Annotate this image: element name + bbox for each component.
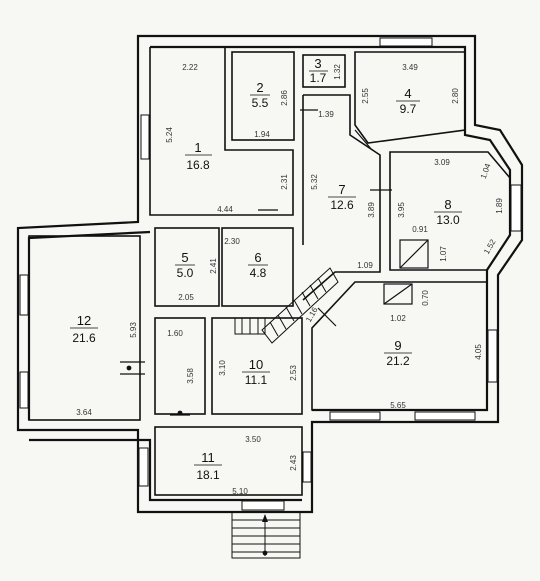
room-9: 9 21.2	[384, 338, 412, 368]
room-number: 5	[181, 250, 188, 265]
room-area: 13.0	[436, 213, 460, 227]
dimension-label: 1.32	[333, 64, 342, 80]
room-number: 10	[249, 357, 263, 372]
room-area: 12.6	[330, 198, 354, 212]
room-number: 12	[77, 313, 91, 328]
dimension-label: 1.89	[495, 198, 504, 214]
room-number: 6	[254, 250, 261, 265]
dimension-label: 2.43	[289, 455, 298, 471]
dimension-label: 2.41	[209, 258, 218, 274]
direction-markers	[126, 365, 268, 556]
dimension-label: 5.24	[165, 127, 174, 143]
room-7: 7 12.6	[328, 182, 356, 212]
windows	[19, 37, 522, 511]
entry-arrow-icon	[262, 514, 268, 522]
staircase	[234, 267, 339, 344]
dimension-label: 1.94	[254, 130, 270, 139]
room-number: 8	[444, 197, 451, 212]
dimension-label: 2.30	[224, 237, 240, 246]
room-area: 1.7	[310, 71, 327, 85]
dimension-label: 1.52	[482, 237, 498, 255]
dimension-label: 2.86	[280, 90, 289, 106]
room-10: 10 11.1	[242, 357, 270, 387]
dimension-label: 3.50	[245, 435, 261, 444]
marker-dot	[262, 550, 268, 556]
room-number: 11	[201, 450, 215, 465]
dimension-label: 3.10	[218, 360, 227, 376]
dimension-label: 4.05	[474, 344, 483, 360]
room-area: 18.1	[196, 468, 220, 482]
room-number: 7	[338, 182, 345, 197]
dimension-label: 3.09	[434, 158, 450, 167]
dimension-label: 3.64	[76, 408, 92, 417]
dimension-label: 2.31	[280, 174, 289, 190]
dimension-label: 3.58	[186, 368, 195, 384]
dimension-label: 1.09	[357, 261, 373, 270]
dimension-label: 5.10	[232, 487, 248, 496]
room-12: 12 21.6	[70, 313, 98, 345]
room-3: 3 1.7	[309, 56, 328, 85]
dimension-label: 0.70	[421, 290, 430, 306]
dimension-label: 0.91	[412, 225, 428, 234]
outer-walls	[16, 34, 524, 514]
dimension-label: 1.07	[439, 246, 448, 262]
marker-dot	[177, 410, 183, 416]
dimension-label: 1.02	[390, 314, 406, 323]
room-number: 2	[256, 80, 263, 95]
dimension-label: 3.49	[402, 63, 418, 72]
room-number: 3	[314, 56, 321, 71]
room-8: 8 13.0	[434, 197, 462, 227]
marker-dot	[126, 365, 132, 371]
dimension-label: 1.04	[479, 162, 493, 180]
room-number: 9	[394, 338, 401, 353]
dimension-label: 2.80	[451, 88, 460, 104]
room-area: 5.5	[252, 96, 269, 110]
room-11: 11 18.1	[194, 450, 222, 482]
dimension-label: 2.55	[361, 88, 370, 104]
dimension-label: 5.65	[390, 401, 406, 410]
room-number: 1	[194, 140, 201, 155]
dimension-label: 3.95	[397, 202, 406, 218]
dimension-label: 2.05	[178, 293, 194, 302]
dimension-label: 2.22	[182, 63, 198, 72]
room-area: 16.8	[186, 158, 210, 172]
room-6: 6 4.8	[248, 250, 268, 280]
room-area: 9.7	[400, 102, 417, 116]
room-area: 11.1	[245, 373, 268, 387]
room-area: 5.0	[177, 266, 194, 280]
room-2: 2 5.5	[250, 80, 270, 110]
dimension-label: 5.32	[310, 174, 319, 190]
room-number: 4	[404, 86, 411, 101]
interior-walls	[28, 47, 511, 496]
room-4: 4 9.7	[396, 86, 420, 116]
dimension-label: 5.93	[129, 322, 138, 338]
dimension-label: 3.89	[367, 202, 376, 218]
stove-symbols	[383, 239, 429, 305]
dimension-label: 4.44	[217, 205, 233, 214]
dimension-label: 2.53	[289, 365, 298, 381]
dimension-label: 1.60	[167, 329, 183, 338]
dimension-label: 1.39	[318, 110, 334, 119]
room-1: 1 16.8	[185, 140, 212, 172]
room-area: 21.6	[72, 331, 96, 345]
room-5: 5 5.0	[175, 250, 195, 280]
room-area: 21.2	[386, 354, 410, 368]
room-labels: 1 16.8 2 5.5 3 1.7 4 9.7 5 5.0 6 4.8	[70, 56, 462, 482]
room-area: 4.8	[250, 266, 267, 280]
